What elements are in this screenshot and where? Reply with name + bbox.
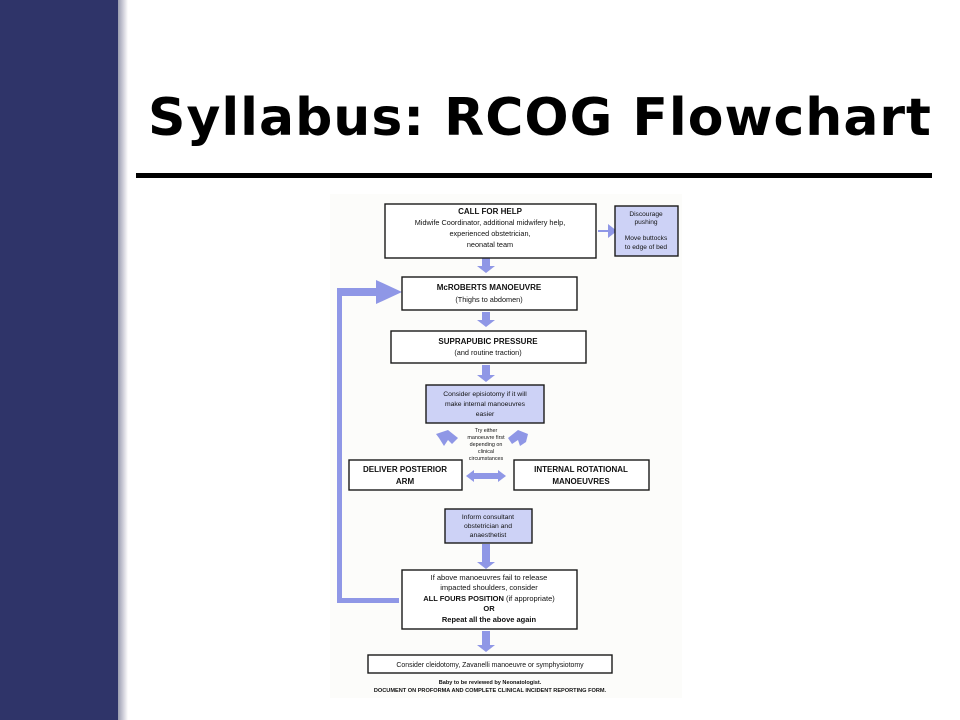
allfours-line-2: impacted shoulders, consider: [440, 583, 538, 592]
allfours-line-1: If above manoeuvres fail to release: [431, 573, 548, 582]
episiotomy-line-2: make internal manoeuvres: [445, 401, 526, 408]
choice-line-1: Try either: [475, 428, 498, 434]
allfours-line-3: ALL FOURS POSITION (if appropriate): [423, 594, 555, 603]
flow-arrows: [337, 224, 617, 652]
loop-line-bottom: [337, 598, 399, 603]
flowchart-image: CALL FOR HELP Midwife Coordinator, addit…: [330, 194, 682, 698]
slide-title: Syllabus: RCOG Flowchart: [148, 88, 932, 148]
allfours-paren: (if appropriate): [506, 594, 555, 603]
loop-line-vertical: [337, 290, 342, 603]
inform-line-3: anaesthetist: [470, 532, 507, 539]
suprapubic-sub: (and routine traction): [454, 348, 521, 357]
inform-line-1: Inform consultant: [462, 514, 514, 521]
footer-line-1: Baby to be reviewed by Neonatologist.: [439, 680, 542, 686]
choice-line-2: manoeuvre first: [467, 435, 505, 441]
loop-arrow-to-mcroberts: [337, 280, 402, 304]
double-arrow: [466, 470, 506, 482]
side-line-4: to edge of bed: [625, 244, 667, 251]
box-internal-rotational: [513, 459, 650, 491]
arrow-to-side-box: [598, 224, 617, 238]
box-posterior-arm: [348, 459, 463, 491]
box-episiotomy: [425, 384, 545, 424]
flow-boxes: [348, 203, 679, 674]
arrow-down-5: [477, 631, 495, 652]
suprapubic-title: SUPRAPUBIC PRESSURE: [438, 337, 538, 346]
footer-line-2: DOCUMENT ON PROFORMA AND COMPLETE CLINIC…: [374, 688, 607, 694]
call-line-3: neonatal team: [467, 240, 513, 249]
final-text: Consider cleidotomy, Zavanelli manoeuvre…: [396, 662, 584, 669]
arrow-down-3: [477, 365, 495, 382]
choice-line-3: depending on: [470, 442, 503, 448]
episiotomy-line-1: Consider episiotomy if it will: [443, 391, 527, 398]
internal-line-2: MANOEUVRES: [552, 477, 610, 486]
choice-line-5: circumstances: [469, 456, 504, 462]
flowchart-diagram: CALL FOR HELP Midwife Coordinator, addit…: [337, 203, 679, 694]
arrow-diag-right: [508, 430, 528, 446]
internal-line-1: INTERNAL ROTATIONAL: [534, 465, 628, 474]
mcroberts-sub: (Thighs to abdomen): [455, 295, 522, 304]
side-line-2: pushing: [634, 219, 657, 226]
sidebar-shadow: [118, 0, 128, 720]
call-title: CALL FOR HELP: [458, 207, 523, 216]
box-final: [367, 654, 613, 674]
allfours-repeat: Repeat all the above again: [442, 615, 537, 624]
slide-sidebar: [0, 0, 118, 720]
box-side: [614, 205, 679, 257]
title-underline: [136, 173, 932, 178]
episiotomy-line-3: easier: [476, 411, 495, 418]
choice-line-4: clinical: [478, 449, 494, 455]
mcroberts-title: McROBERTS MANOEUVRE: [437, 283, 542, 292]
inform-line-2: obstetrician and: [464, 523, 512, 530]
allfours-or: OR: [483, 604, 495, 613]
arrow-diag-left: [436, 430, 458, 446]
box-mcroberts: [401, 276, 578, 311]
box-suprapubic: [390, 330, 587, 364]
box-inform-consultant: [444, 508, 533, 544]
arrow-down-2: [477, 312, 495, 327]
call-line-2: experienced obstetrician,: [449, 229, 530, 238]
side-line-1: Discourage: [629, 211, 663, 218]
box-all-fours: [401, 569, 578, 630]
allfours-bold: ALL FOURS POSITION: [423, 594, 504, 603]
posterior-line-1: DELIVER POSTERIOR: [363, 465, 447, 474]
side-line-3: Move buttocks: [625, 235, 668, 242]
call-line-1: Midwife Coordinator, additional midwifer…: [415, 218, 565, 227]
arrow-down-1: [477, 258, 495, 273]
arrow-down-4: [477, 544, 495, 569]
box-call-for-help: [384, 203, 597, 259]
posterior-line-2: ARM: [396, 477, 415, 486]
